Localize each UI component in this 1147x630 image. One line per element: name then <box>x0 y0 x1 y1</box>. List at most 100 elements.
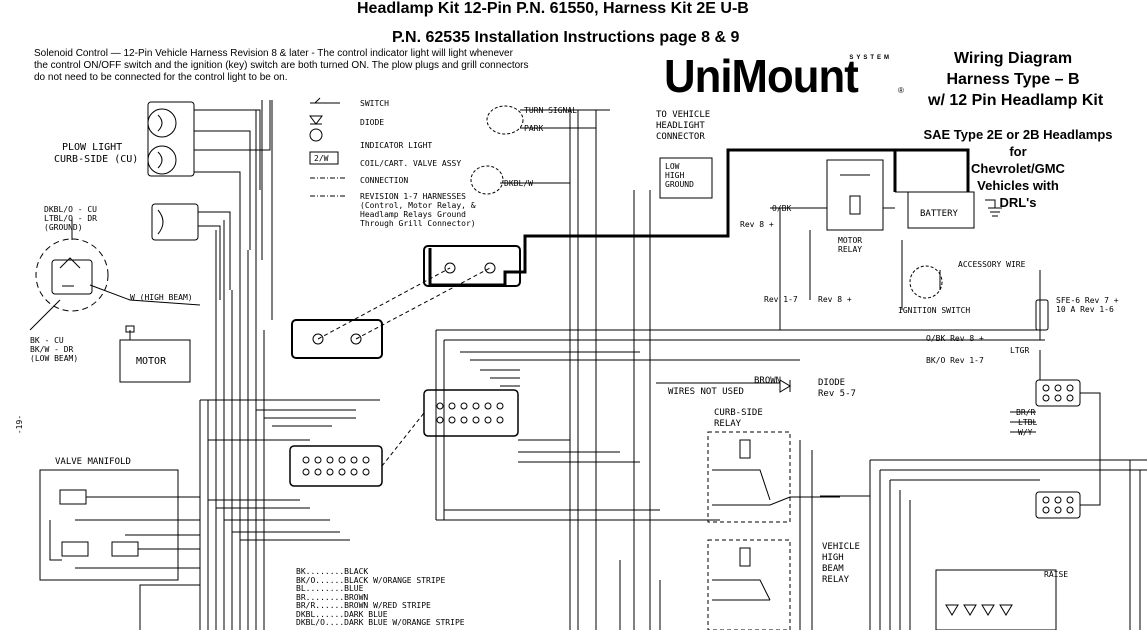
legend-connection: CONNECTION <box>360 176 409 185</box>
diode-rev-line-2: Rev 5-7 <box>818 389 856 399</box>
rev8b-label: Rev 8 + <box>818 295 852 304</box>
wire-code-3: BL........BLUE <box>296 584 364 593</box>
sfe-line-1: SFE-6 Rev 7 + <box>1056 296 1119 305</box>
logo-registered-mark: ® <box>898 86 904 95</box>
sae-line-3: Chevrolet/GMC <box>971 161 1065 176</box>
twelve-pin-connector-plow <box>289 445 383 487</box>
legend-revision-3: Headlamp Relays Ground <box>360 210 466 219</box>
wire-code-legend: BK........BLACK BK/O......BLACK W/ORANGE… <box>296 567 465 628</box>
hbr-line-3: BEAM <box>822 564 844 574</box>
logo-wordmark: UniMount <box>664 50 859 102</box>
motor-relay-label: MOTOR RELAY <box>838 236 862 254</box>
note-line-3: do not need to be connected for the cont… <box>34 72 288 83</box>
twelve-pin-connector-vehicle <box>423 389 519 437</box>
motor-relay-line-1: MOTOR <box>838 236 863 245</box>
high-beam-relay-label: VEHICLE HIGH BEAM RELAY <box>822 542 860 586</box>
high-beam-label: W (HIGH BEAM) <box>130 293 193 302</box>
high-beam-relay-box <box>707 539 791 630</box>
bk-o-rev17-label: BK/O Rev 1-7 <box>926 356 984 365</box>
ground-line-1: DKBL/O - CU <box>44 205 97 214</box>
sae-line-2: for <box>1009 144 1027 159</box>
solenoid-note: Solenoid Control — 12-Pin Vehicle Harnes… <box>34 48 529 84</box>
ground-box-label: GROUND <box>665 180 694 189</box>
high-label: HIGH <box>665 171 685 180</box>
sae-line-4: Vehicles with <box>977 178 1059 193</box>
to-vehicle-line-1: TO VEHICLE <box>656 110 711 120</box>
hbr-line-4: RELAY <box>822 575 850 585</box>
motor-relay-box <box>826 159 884 231</box>
wire-code-7: DKBL/O....DARK BLUE W/ORANGE STRIPE <box>296 618 465 627</box>
curb-relay-label: CURB-SIDE RELAY <box>714 408 763 430</box>
legend-diode: DIODE <box>360 118 385 127</box>
legend-revision-4: Through Grill Connector) <box>360 219 476 228</box>
curb-side-relay-box <box>707 431 791 523</box>
o-bk-label: O/BK <box>772 204 792 213</box>
title-line-1: Wiring Diagram <box>953 50 1073 67</box>
sae-text: SAE Type 2E or 2B Headlamps for Chevrole… <box>908 126 1128 211</box>
ltgr-label: LTGR <box>1010 346 1030 355</box>
title-box: Wiring Diagram Harness Type – B w/ 12 Pi… <box>928 48 1103 111</box>
brown-line-1: BROWN <box>754 376 782 386</box>
diagram-subtitle: P.N. 62535 Installation Instructions pag… <box>392 29 740 46</box>
title-line-2: Harness Type – B <box>946 71 1080 88</box>
right-connector-top <box>1035 379 1081 407</box>
low-beam-line-2: BK/W - DR <box>30 345 74 354</box>
dkbl-w-label: DKBL/W <box>504 179 533 188</box>
accessory-wire-label: ACCESSORY WIRE <box>958 260 1026 269</box>
curb-relay-line-2: RELAY <box>714 419 742 429</box>
plow-light-label: PLOW LIGHT CURB-SIDE (CU) <box>54 142 138 166</box>
right-connector-bottom <box>1035 491 1081 519</box>
ground-line-2: LTBL/O - DR <box>44 214 97 223</box>
logo-system-text: SYSTEM <box>847 55 894 61</box>
pin-grid-vehicle <box>436 402 504 424</box>
legend-revision-1: REVISION 1-7 HARNESSES <box>360 192 466 201</box>
wire-code-2: BK/O......BLACK W/ORANGE STRIPE <box>296 575 446 585</box>
br-r-label: BR/R <box>1016 408 1036 417</box>
curb-relay-line-1: CURB-SIDE <box>714 408 763 418</box>
legend-switch: SWITCH <box>360 99 389 108</box>
plow-light-line-2: CURB-SIDE (CU) <box>54 154 139 165</box>
hbr-line-1: VEHICLE <box>822 542 860 552</box>
plow-plug <box>291 319 383 359</box>
wire-code-5: BR/R......BROWN W/RED STRIPE <box>296 601 431 610</box>
brown-wires-label: BROWN WIRES NOT USED <box>668 376 781 398</box>
ltbl-label: LTBL <box>1018 418 1038 427</box>
diagram-title: Headlamp Kit 12-Pin P.N. 61550, Harness … <box>357 0 749 17</box>
valve-manifold-label: VALVE MANIFOLD <box>55 457 131 467</box>
control-switch-box <box>935 569 1057 630</box>
battery-box <box>907 191 975 229</box>
sae-line-5: DRL's <box>999 195 1037 210</box>
page-number: -19- <box>15 414 25 435</box>
rev8-label: Rev 8 + <box>740 220 774 229</box>
to-vehicle-label: TO VEHICLE HEADLIGHT CONNECTOR <box>656 110 710 143</box>
turn-signal-label: TURN SIGNAL <box>524 106 577 115</box>
park-label: PARK <box>524 124 544 133</box>
unimount-logo: UniMount SYSTEM ® <box>664 52 908 100</box>
legend-coil-symbol: 2/W <box>314 154 329 163</box>
ground-line-3: (GROUND) <box>44 223 83 232</box>
to-vehicle-line-2: HEADLIGHT <box>656 121 705 131</box>
low-label: LOW <box>665 162 680 171</box>
o-bk-rev8-label: O/BK Rev 8 + <box>926 334 984 343</box>
sfe-line-2: 10 A Rev 1-6 <box>1056 305 1114 314</box>
diode-rev-line-1: DIODE <box>818 378 846 388</box>
sae-line-1: SAE Type 2E or 2B Headlamps <box>923 127 1113 142</box>
ignition-switch-label: IGNITION SWITCH <box>898 306 971 315</box>
motor-label: MOTOR <box>136 356 167 367</box>
motor-box <box>119 339 191 383</box>
low-beam-line-1: BK - CU <box>30 336 64 345</box>
low-beam-label: BK - CU BK/W - DR (LOW BEAM) <box>30 336 78 363</box>
wire-code-6: DKBL......DARK BLUE <box>296 609 388 619</box>
wire-code-1: BK........BLACK <box>296 567 369 576</box>
valve-manifold-box <box>39 469 179 581</box>
raise-label: RAISE <box>1044 570 1069 579</box>
legend-coil: COIL/CART. VALVE ASSY <box>360 159 462 168</box>
low-beam-line-3: (LOW BEAM) <box>30 354 79 363</box>
w-y-label: W/Y <box>1018 428 1033 437</box>
legend-revision-2: (Control, Motor Relay, & <box>360 201 476 210</box>
grill-connector-top <box>423 245 521 287</box>
hbr-line-2: HIGH <box>822 553 844 563</box>
motor-relay-line-2: RELAY <box>838 245 863 254</box>
plow-lamps <box>147 101 199 241</box>
